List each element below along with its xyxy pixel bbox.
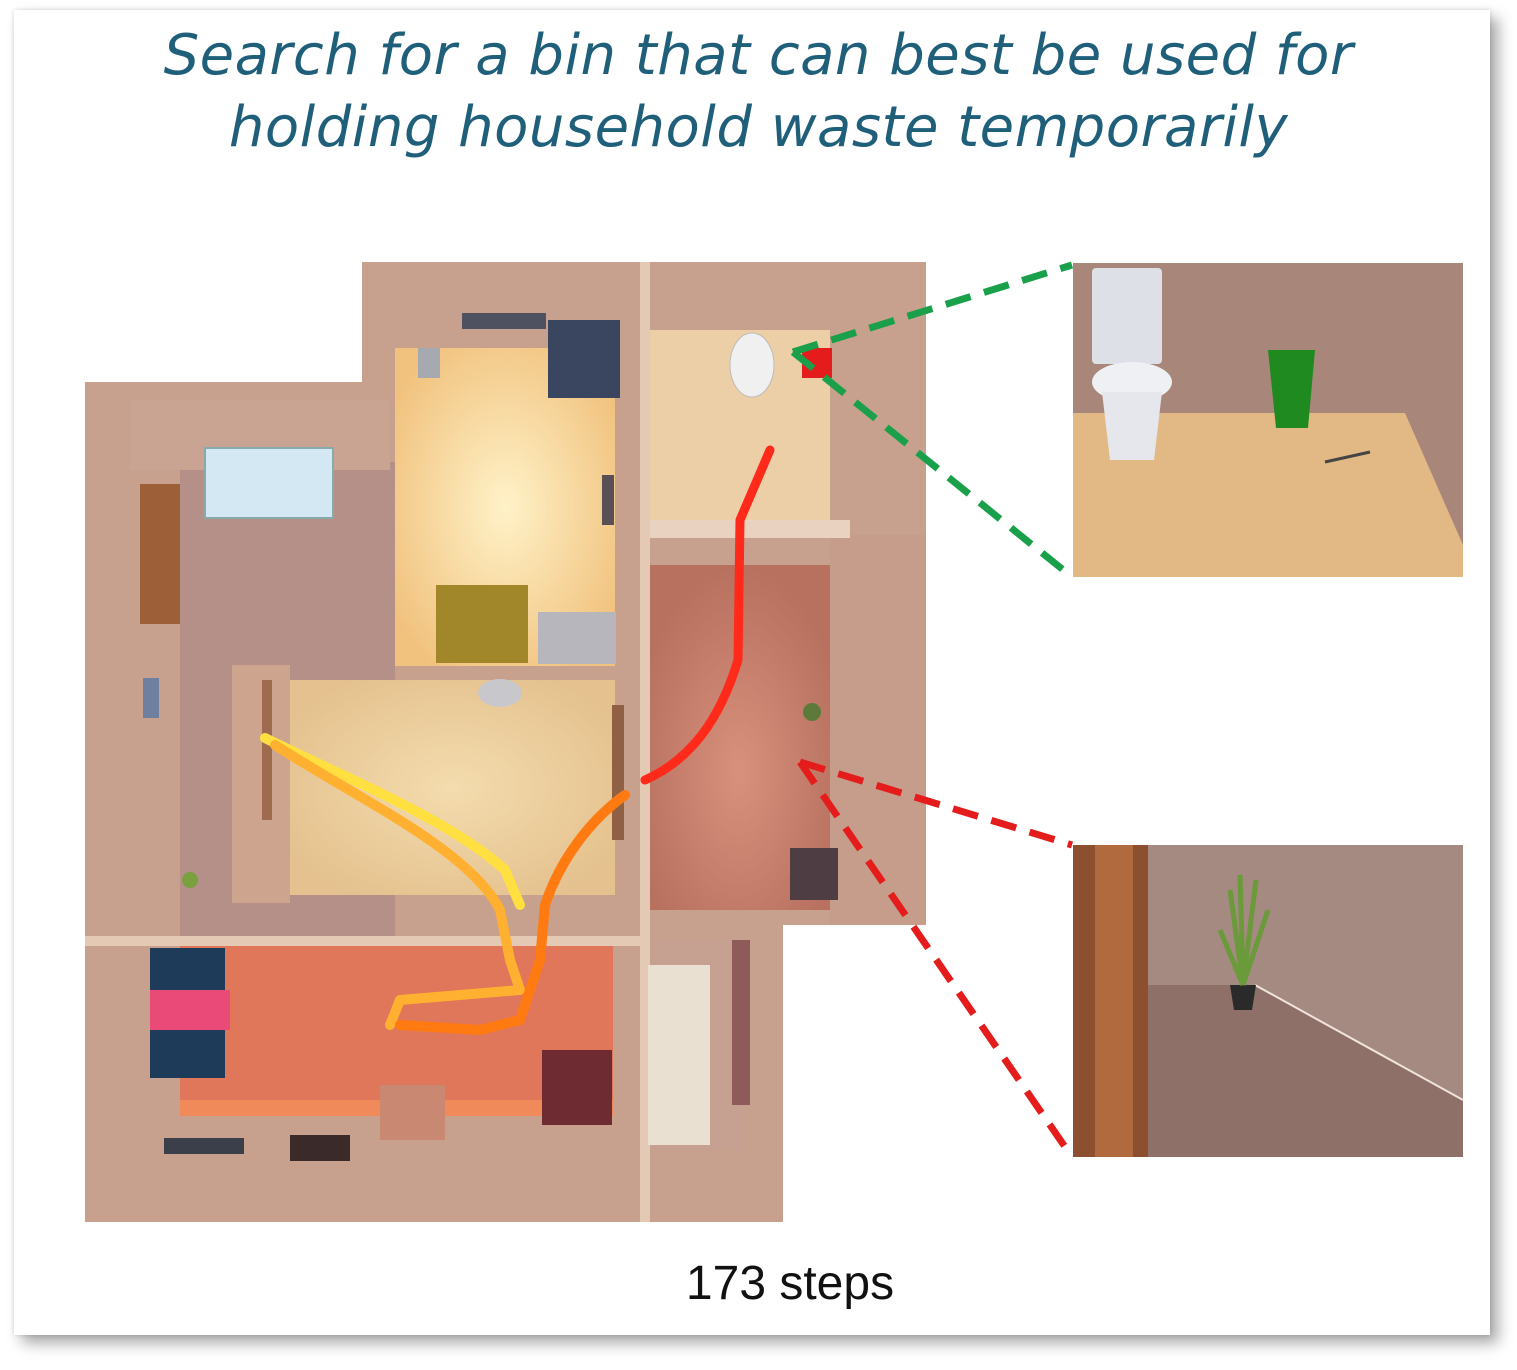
shelf xyxy=(462,313,546,329)
hallway-wall xyxy=(830,535,926,925)
bed-white xyxy=(204,447,334,519)
round-mat xyxy=(478,679,522,707)
armchair-hall xyxy=(790,848,838,900)
bench xyxy=(380,1085,445,1140)
task-instruction-line-1: Search for a bin that can best be used f… xyxy=(163,23,1354,88)
dresser xyxy=(436,585,528,663)
desk xyxy=(538,612,616,664)
blanket-pink xyxy=(150,990,230,1030)
chair xyxy=(418,348,440,378)
callout-failure-top xyxy=(798,758,1074,849)
plant-topview xyxy=(803,703,821,721)
toilet-tank xyxy=(1092,268,1162,364)
rug-2 xyxy=(290,1135,350,1161)
door-brown xyxy=(140,484,180,624)
toilet-base xyxy=(1102,392,1162,460)
cabinet-dark xyxy=(548,320,620,398)
armchair-bedroom xyxy=(542,1050,612,1125)
task-instruction: Search for a bin that can best be used f… xyxy=(0,20,1517,164)
tv xyxy=(602,475,614,525)
bed-small-room xyxy=(648,965,710,1145)
step-count: 173 steps xyxy=(685,1257,895,1310)
plant-pot xyxy=(1230,985,1256,1010)
center-shelf-left xyxy=(262,680,272,820)
path-orange xyxy=(395,790,630,1035)
toilet-topview xyxy=(729,332,775,398)
callout-success-top xyxy=(791,261,1074,356)
center-shelf-right xyxy=(612,705,624,840)
panel-bottom-floor xyxy=(1145,985,1463,1157)
interior-wall-horizontal xyxy=(85,936,640,946)
path-light-orange xyxy=(270,740,525,1030)
panel-bottom-view xyxy=(1073,845,1464,1157)
door-frame-highlight xyxy=(1095,845,1133,1157)
agent-paths xyxy=(260,445,775,1035)
path-red xyxy=(640,445,775,785)
potted-plant-leaves xyxy=(1217,874,1271,986)
debris xyxy=(1324,450,1371,464)
interior-wall-vertical xyxy=(640,262,650,1222)
task-instruction-line-2: holding household waste temporarily xyxy=(228,95,1289,160)
bathroom-wall xyxy=(650,520,850,538)
wall-picture xyxy=(143,678,159,718)
center-room-wall xyxy=(232,665,290,903)
plant-left-room xyxy=(182,872,198,888)
callout-lines xyxy=(790,261,1075,1159)
rug-1 xyxy=(164,1138,244,1154)
green-bin xyxy=(1268,350,1315,428)
panel-top-view xyxy=(1073,263,1463,577)
floor-edge-line xyxy=(1254,984,1464,1101)
floor-plan xyxy=(85,262,926,1222)
callout-success-bottom xyxy=(790,349,1075,580)
window-small-room xyxy=(732,940,750,1105)
